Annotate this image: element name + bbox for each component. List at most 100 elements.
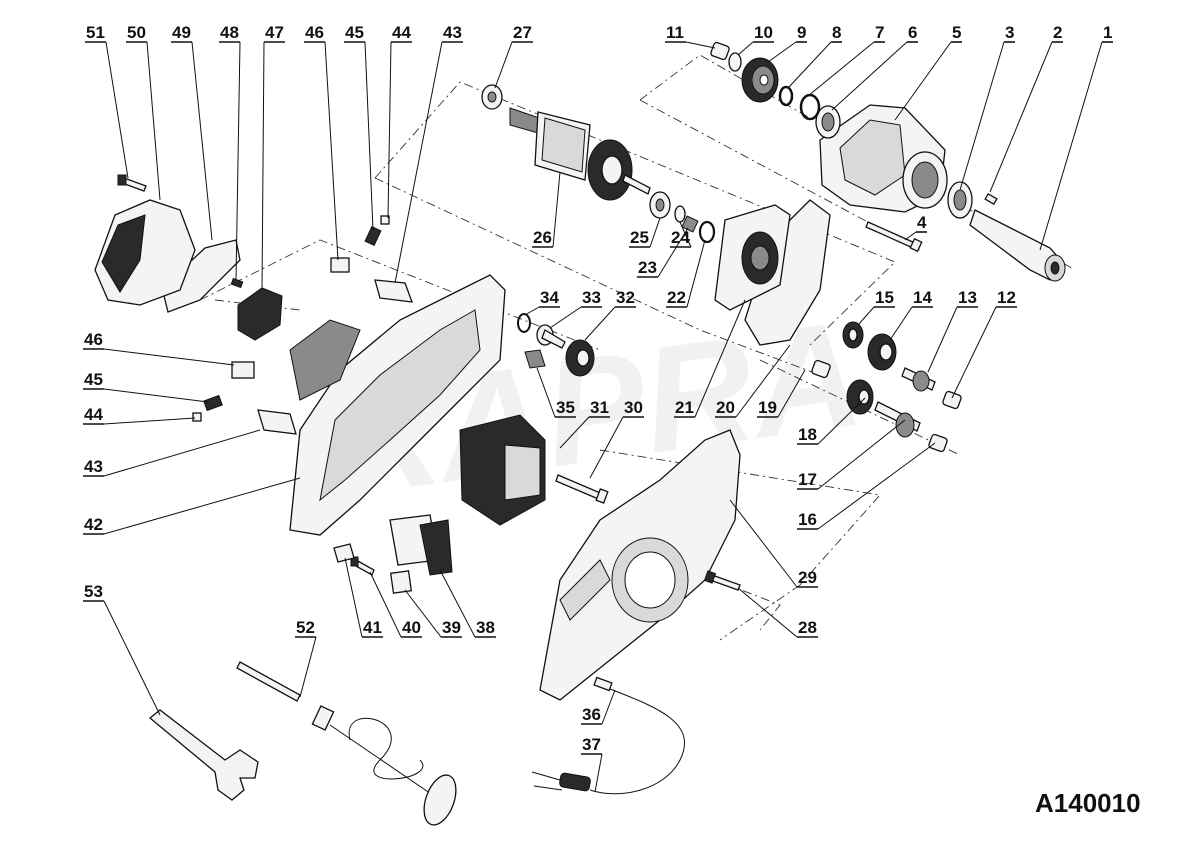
leader-line [904, 231, 917, 241]
leader-line [404, 589, 442, 638]
leader-line [364, 41, 374, 231]
part-number: 7 [875, 23, 884, 42]
part-number: 47 [265, 23, 284, 42]
part-number: 5 [952, 23, 961, 42]
screw-part-48 [230, 277, 244, 289]
part-label-p49: 49 [171, 23, 213, 241]
part-label-p26: 26 [532, 171, 561, 248]
leader-line [594, 753, 603, 793]
part-label-p50: 50 [126, 23, 161, 201]
screw-part-40 [350, 556, 375, 576]
brush-spring-part-45-lower [203, 394, 223, 412]
part-label-p44a: 44 [387, 23, 412, 219]
part-number: 52 [296, 618, 315, 637]
part-label-p47: 47 [261, 23, 285, 291]
part-number: 49 [172, 23, 191, 42]
part-number: 4 [917, 213, 927, 232]
brush-cover-part-43-lower [257, 409, 297, 435]
carbon-brush-part-46-lower [231, 361, 255, 379]
part-label-p45b: 45 [83, 370, 209, 403]
part-number: 33 [582, 288, 601, 307]
capacitor-part-39 [389, 570, 413, 594]
leader-line [103, 348, 235, 366]
leader-line [737, 41, 754, 56]
part-number: 48 [220, 23, 239, 42]
part-label-p16: 16 [797, 442, 936, 530]
part-label-p46b: 46 [83, 330, 235, 366]
wrench-part-53 [148, 709, 259, 801]
part-number: 20 [716, 398, 735, 417]
part-label-p11: 11 [665, 23, 716, 49]
part-label-p23: 23 [637, 227, 689, 278]
part-label-p48: 48 [219, 23, 241, 281]
leader-line [324, 41, 339, 261]
left-housing-part-42 [289, 274, 506, 536]
part-label-p40: 40 [369, 571, 422, 638]
part-number: 36 [582, 705, 601, 724]
leader-line [524, 306, 540, 316]
part-number: 15 [875, 288, 894, 307]
gasket-part-20 [744, 199, 831, 346]
screw-part-51 [117, 174, 147, 192]
part-label-p44b: 44 [83, 405, 196, 425]
brush-holder-part-47 [237, 287, 283, 341]
part-label-p20: 20 [715, 344, 791, 418]
bushing-part-11 [710, 41, 730, 61]
bushing-part-16 [928, 433, 948, 453]
part-number: 45 [84, 370, 103, 389]
leader-line [439, 569, 476, 638]
brush-spring-part-45-upper [364, 225, 382, 247]
leader-line [1039, 41, 1103, 251]
part-label-p32: 32 [584, 288, 636, 341]
part-label-p30: 30 [589, 398, 644, 479]
part-number: 40 [402, 618, 421, 637]
clamp-part-41 [333, 543, 355, 563]
brush-cover-part-43-upper [374, 279, 413, 303]
leader-line [589, 416, 624, 479]
leader-line [261, 41, 265, 291]
part-label-p1: 1 [1039, 23, 1113, 251]
part-labels: 1234567891011121314151617181920212223242… [83, 23, 1113, 793]
leader-line [959, 41, 1005, 191]
part-number: 24 [671, 228, 690, 247]
part-label-p37: 37 [581, 735, 603, 793]
bearing-part-25 [649, 191, 671, 219]
leader-line [679, 221, 692, 248]
fan-part-32 [565, 339, 595, 377]
part-number: 25 [630, 228, 649, 247]
part-number: 23 [638, 258, 657, 277]
part-number: 37 [582, 735, 601, 754]
gear-part-9 [741, 57, 779, 103]
leader-line [601, 689, 616, 725]
leader-line [559, 416, 590, 449]
leader-line [103, 417, 196, 425]
leader-line [344, 557, 363, 638]
pinion-shaft-part-17 [874, 401, 921, 438]
part-label-p21: 21 [674, 299, 746, 418]
bearing-part-3 [947, 181, 973, 219]
leader-line [191, 41, 213, 241]
part-number: 50 [127, 23, 146, 42]
leader-line [494, 41, 513, 89]
part-label-p5: 5 [894, 23, 962, 121]
part-number: 31 [590, 398, 609, 417]
part-label-p8: 8 [787, 23, 842, 89]
right-housing-part-29 [539, 429, 741, 701]
screw-part-30 [555, 474, 609, 504]
leader-line [817, 419, 906, 490]
circlip-part-34 [517, 313, 531, 333]
leader-line [394, 41, 443, 284]
leader-line [777, 369, 806, 418]
part-number: 27 [513, 23, 532, 42]
part-label-p6: 6 [831, 23, 918, 111]
screw-part-4 [865, 221, 923, 253]
leader-line [103, 429, 261, 477]
part-label-p53: 53 [83, 582, 161, 716]
part-label-p13: 13 [927, 288, 978, 373]
part-number: 42 [84, 515, 103, 534]
part-label-p51: 51 [85, 23, 129, 179]
bushing-part-19 [811, 359, 831, 379]
leader-line [103, 600, 161, 716]
bearing-part-6 [815, 105, 841, 139]
leader-line [369, 571, 402, 638]
